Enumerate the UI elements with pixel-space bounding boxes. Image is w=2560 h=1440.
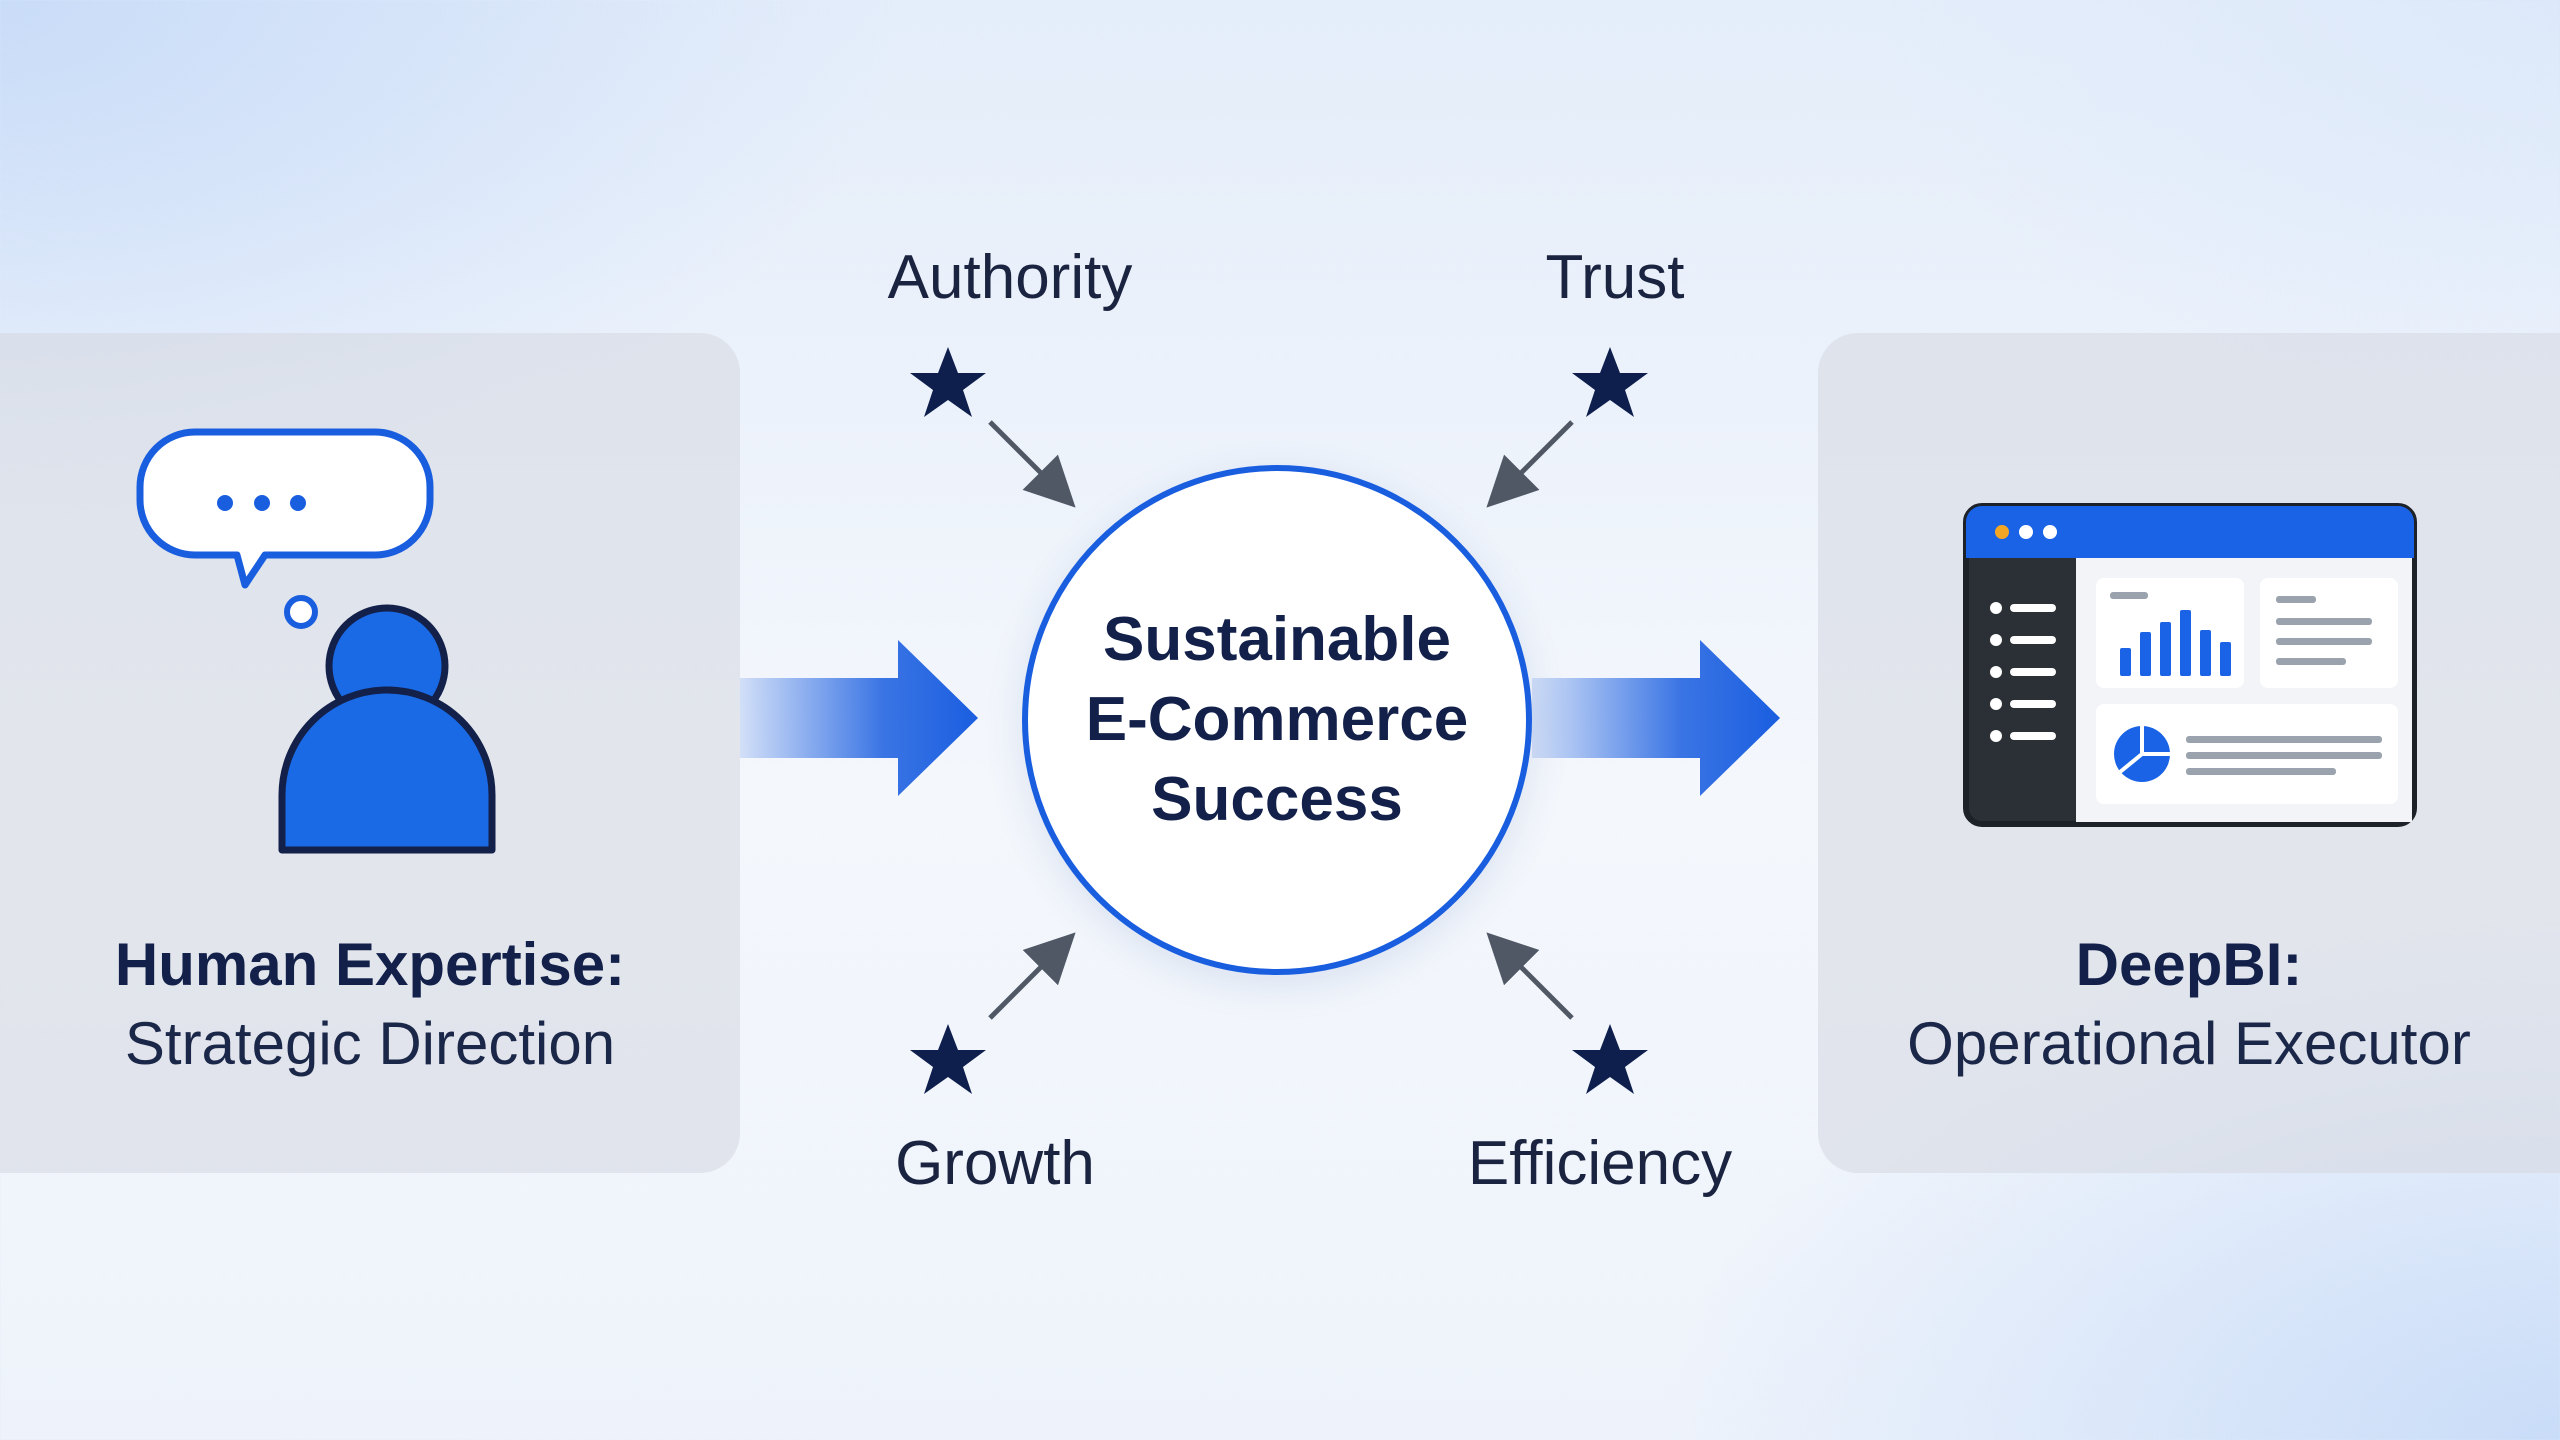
value-label-efficiency: Efficiency [1467,1129,1733,1198]
dashboard-window-icon [1963,503,2417,827]
value-label-growth: Growth [895,1129,1095,1198]
pointer-arrow-growth [988,932,1076,1020]
flow-arrow-right [1532,640,1780,796]
center-goal-circle [1022,465,1532,975]
center-text-line-2: E-Commerce [1085,685,1469,754]
star-icon [910,347,986,417]
center-text-line-1: Sustainable [1103,605,1451,674]
value-label-authority: Authority [887,243,1133,312]
pointer-arrow-efficiency [1486,932,1574,1020]
star-icon [910,1024,986,1094]
value-label-trust: Trust [1545,243,1685,312]
deepbi-title: DeepBI: [2075,931,2303,998]
pointer-arrow-authority [988,420,1076,508]
pointer-arrow-trust [1486,420,1574,508]
star-icon [1572,347,1648,417]
human-expertise-title: Human Expertise: [114,931,626,998]
deepbi-subtitle: Operational Executor [1907,1010,2471,1077]
center-text-line-3: Success [1151,765,1403,834]
flow-arrow-left [740,640,978,796]
star-icon [1572,1024,1648,1094]
person-thinking-icon [136,428,496,854]
human-expertise-subtitle: Strategic Direction [124,1010,616,1077]
